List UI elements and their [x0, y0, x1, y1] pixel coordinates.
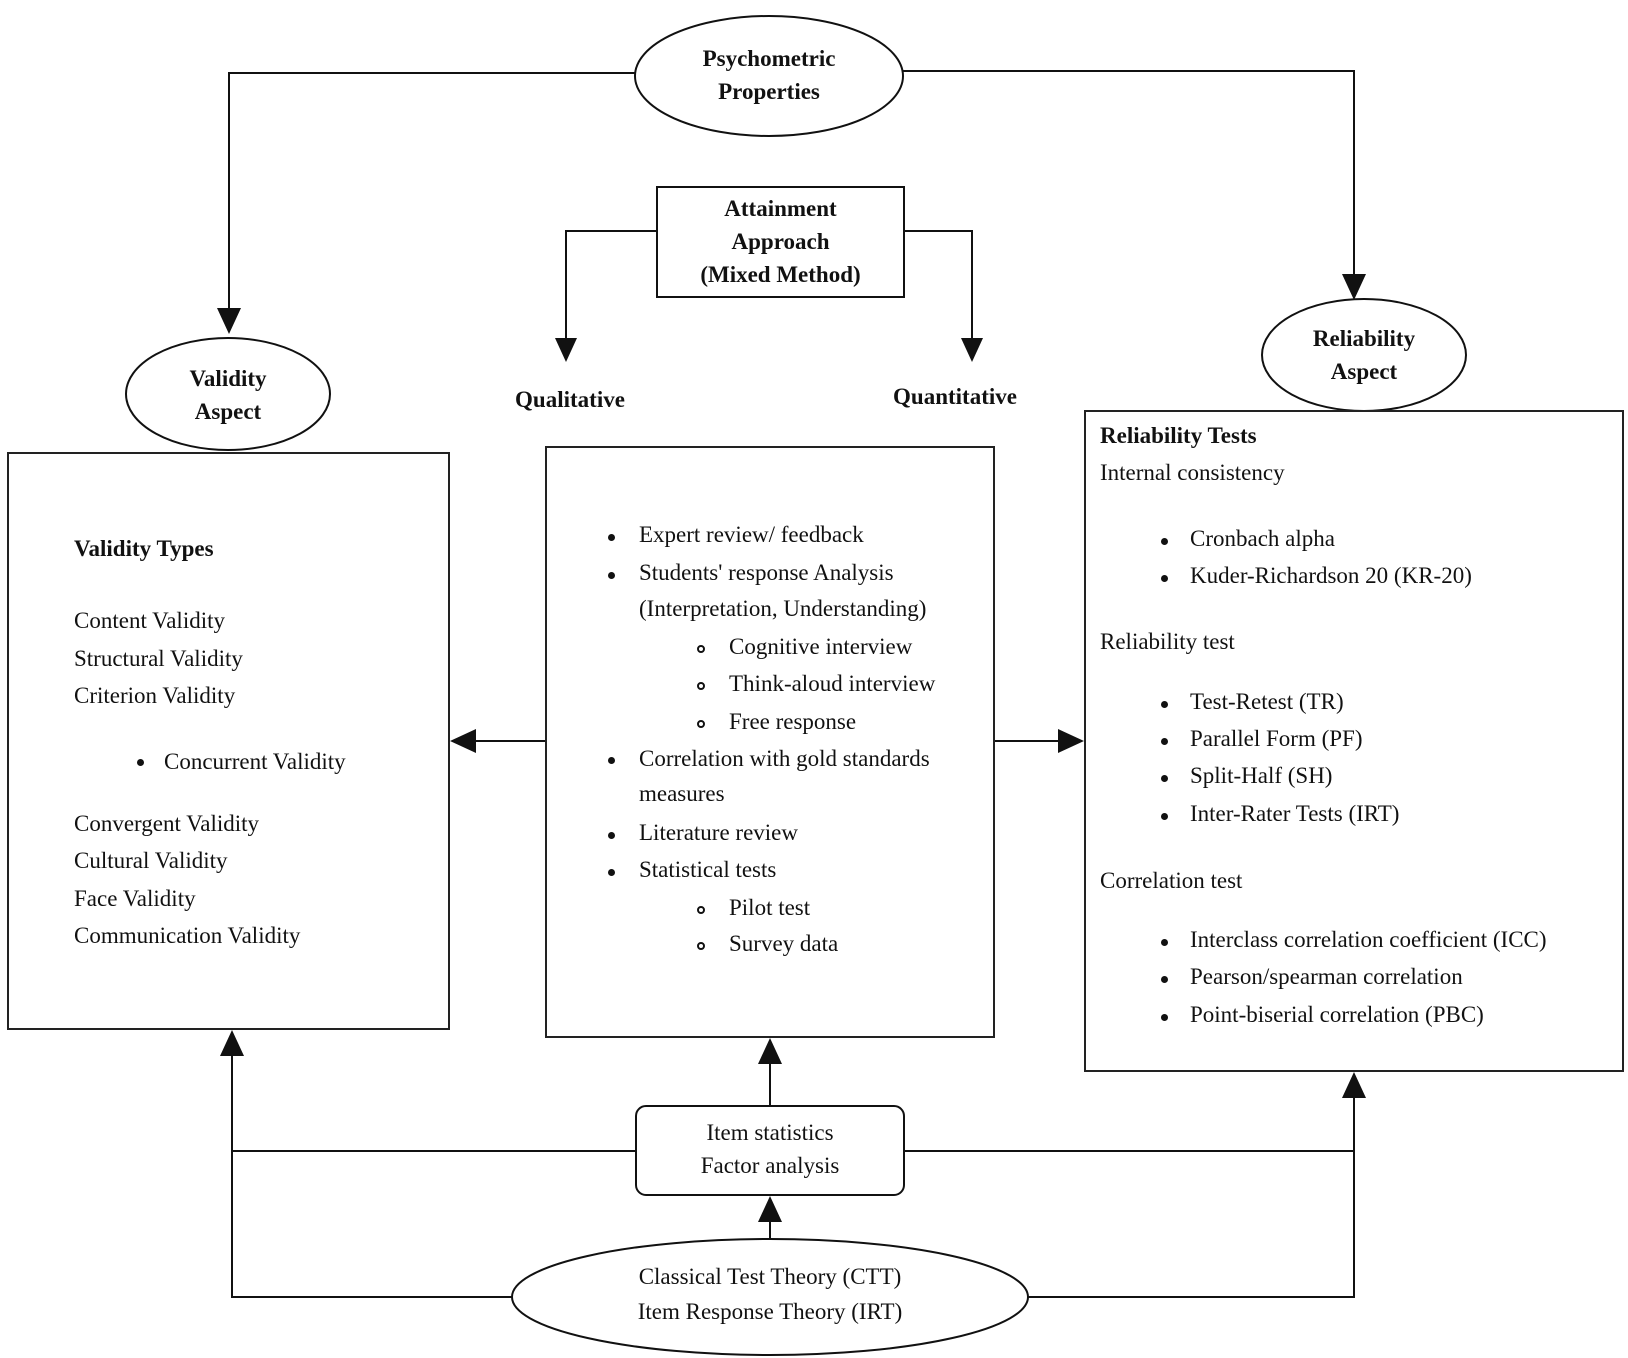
bullet-dot [608, 832, 615, 839]
reliability-node-line2: Aspect [1330, 359, 1398, 384]
top-node-line2: Properties [718, 79, 820, 104]
arrowhead-stats-methods [758, 1038, 782, 1064]
validity-item: Communication Validity [74, 923, 301, 948]
connector-top-to-validity [228, 72, 635, 331]
stats-line2: Factor analysis [700, 1153, 840, 1178]
method-subitem: Cognitive interview [729, 634, 913, 659]
bottom-node-ellipse [511, 1238, 1029, 1356]
connector-stats-to-validity [231, 1034, 636, 1152]
bullet-dot [1161, 701, 1168, 708]
arrowhead-stats-reliability [1342, 1072, 1366, 1098]
quantitative-label: Quantitative [893, 384, 1017, 409]
method-item: Correlation with gold standards [639, 746, 930, 771]
methods-box: Expert review/ feedback Students' respon… [545, 446, 995, 1038]
bullet-dot [1161, 775, 1168, 782]
bullet-dot [1161, 976, 1168, 983]
validity-types-title: Validity Types [74, 536, 214, 561]
approach-box [656, 186, 905, 298]
reliability-item: Cronbach alpha [1190, 526, 1335, 551]
reliability-section-heading: Internal consistency [1100, 460, 1285, 485]
connector-top-to-reliability [903, 70, 1355, 297]
validity-node: Validity Aspect [126, 362, 330, 428]
stats-line1: Item statistics [706, 1120, 834, 1145]
reliability-item: Interclass correlation coefficient (ICC) [1190, 927, 1547, 952]
sub-bullet-circle [697, 682, 705, 690]
method-subitem: Free response [729, 709, 857, 734]
validity-node-ellipse [125, 337, 331, 451]
bullet-dot [608, 534, 615, 541]
arrowhead-methods-reliability [1058, 729, 1084, 753]
reliability-node: Reliability Aspect [1262, 322, 1466, 388]
reliability-tests-box: Reliability Tests Internal consistency C… [1084, 410, 1624, 1072]
method-subitem: Think-aloud interview [729, 671, 936, 696]
reliability-item: Point-biserial correlation (PBC) [1190, 1002, 1484, 1027]
arrowhead-reliability [1342, 274, 1366, 300]
approach-line2: Approach [731, 229, 830, 254]
bullet-dot [1161, 738, 1168, 745]
reliability-item: Inter-Rater Tests (IRT) [1190, 801, 1400, 826]
connector-bottom-left [231, 1151, 528, 1298]
qualitative-label: Qualitative [515, 387, 625, 412]
validity-item: Content Validity [74, 608, 225, 633]
top-node-line1: Psychometric [702, 46, 836, 71]
reliability-node-line1: Reliability [1312, 326, 1416, 351]
validity-item: Criterion Validity [74, 683, 236, 708]
sub-bullet-circle [697, 906, 705, 914]
top-node: Psychometric Properties [635, 42, 903, 108]
arrowhead-quantitative [961, 338, 983, 362]
reliability-item: Parallel Form (PF) [1190, 726, 1363, 751]
validity-item: Convergent Validity [74, 811, 260, 836]
approach-line3: (Mixed Method) [700, 262, 861, 287]
connector-stats-to-reliability [904, 1076, 1355, 1152]
bullet-dot [1161, 939, 1168, 946]
validity-node-line1: Validity [189, 366, 267, 391]
connector-bottom-right [1012, 1151, 1355, 1298]
bullet-dot [1161, 538, 1168, 545]
reliability-item: Kuder-Richardson 20 (KR-20) [1190, 563, 1472, 588]
bullet-dot [137, 759, 144, 766]
connector-approach-quantitative [904, 230, 973, 358]
reliability-item: Pearson/spearman correlation [1190, 964, 1463, 989]
reliability-item: Split-Half (SH) [1190, 763, 1333, 788]
method-item-cont: measures [639, 781, 725, 806]
method-item: Students' response Analysis [639, 560, 894, 585]
bullet-dot [608, 757, 615, 764]
reliability-tests-title: Reliability Tests [1100, 423, 1257, 448]
validity-item: Face Validity [74, 886, 196, 911]
bullet-dot [608, 869, 615, 876]
validity-types-box: Validity Types Content Validity Structur… [7, 452, 450, 1030]
reliability-section-heading: Correlation test [1100, 868, 1243, 893]
bottom-node-line1: Classical Test Theory (CTT) [638, 1264, 902, 1289]
arrowhead-qualitative [555, 338, 577, 362]
approach-line1: Attainment [724, 196, 837, 221]
validity-item: Cultural Validity [74, 848, 228, 873]
method-item: Literature review [639, 820, 798, 845]
arrowhead-methods-validity [450, 729, 476, 753]
arrowhead-validity [217, 308, 241, 334]
method-subitem: Pilot test [729, 895, 811, 920]
arrowhead-bottom-stats [758, 1196, 782, 1222]
top-node-ellipse [634, 15, 904, 137]
bullet-dot [1161, 575, 1168, 582]
bottom-node-line2: Item Response Theory (IRT) [637, 1299, 903, 1324]
method-item: Statistical tests [639, 857, 777, 882]
validity-item: Structural Validity [74, 646, 243, 671]
reliability-item: Test-Retest (TR) [1190, 689, 1344, 714]
validity-bullet-item: Concurrent Validity [164, 749, 346, 774]
connector-approach-qualitative [565, 230, 657, 358]
sub-bullet-circle [697, 942, 705, 950]
arrowhead-stats-validity [220, 1030, 244, 1056]
sub-bullet-circle [697, 645, 705, 653]
approach-node: Attainment Approach (Mixed Method) [657, 192, 904, 291]
validity-node-line2: Aspect [194, 399, 262, 424]
bullet-dot [1161, 813, 1168, 820]
bullet-dot [608, 572, 615, 579]
method-item: Expert review/ feedback [639, 522, 864, 547]
method-item-cont: (Interpretation, Understanding) [639, 596, 927, 621]
sub-bullet-circle [697, 720, 705, 728]
reliability-section-heading: Reliability test [1100, 629, 1235, 654]
bullet-dot [1161, 1014, 1168, 1021]
method-subitem: Survey data [729, 931, 839, 956]
